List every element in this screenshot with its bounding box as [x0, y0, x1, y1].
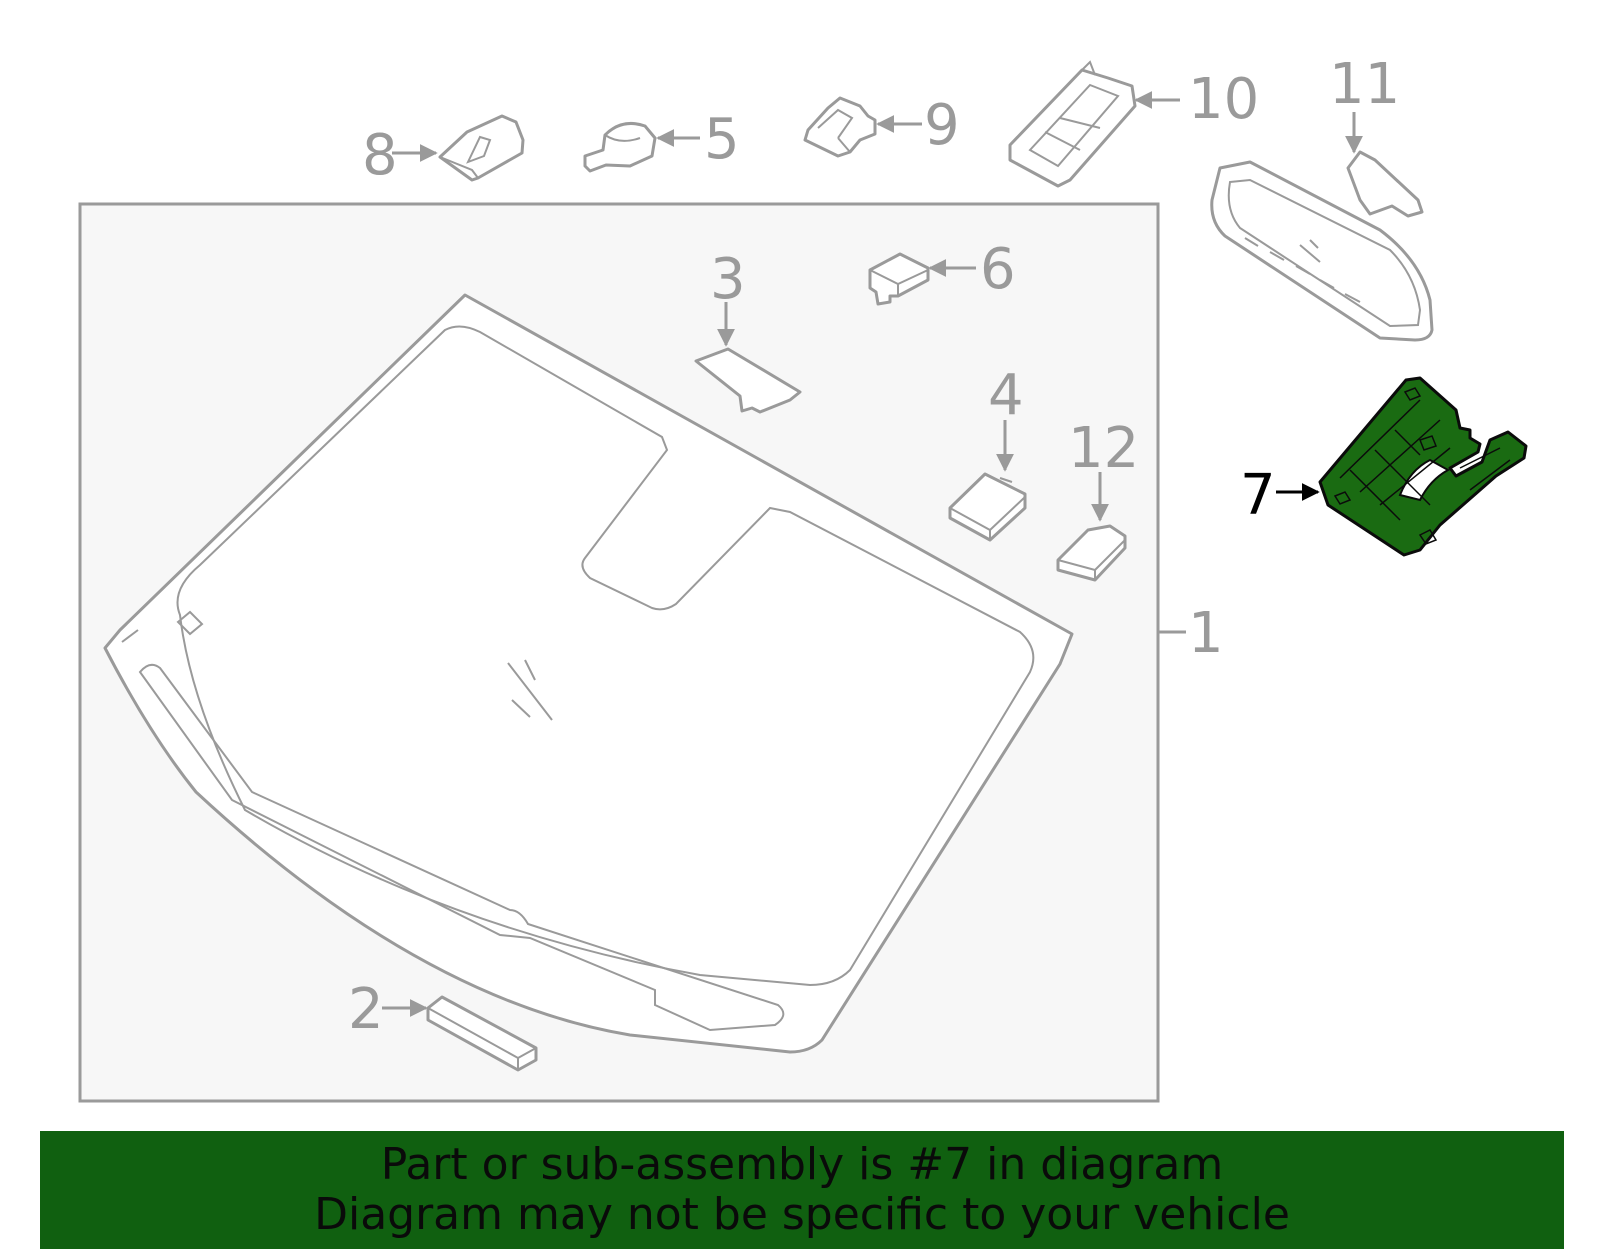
part-7-mirror-bracket-cover — [1318, 376, 1528, 557]
part-5-bracket — [583, 122, 657, 173]
part-2-molding — [426, 995, 538, 1072]
callout-4: 4 — [988, 363, 1024, 428]
callout-5: 5 — [704, 107, 740, 172]
callout-1: 1 — [1188, 601, 1224, 666]
part-4-sensor-pad — [948, 472, 1027, 542]
banner-line-disclaimer: Diagram may not be specific to your vehi… — [314, 1189, 1290, 1240]
part-6-clip — [868, 252, 930, 306]
callout-6: 6 — [980, 237, 1016, 302]
banner-line-part: Part or sub-assembly is #7 in diagram — [380, 1139, 1224, 1190]
callout-3: 3 — [710, 247, 746, 312]
callout-9: 9 — [924, 93, 960, 158]
part-10-mount-bracket — [1008, 60, 1137, 188]
callout-7[interactable]: 7 — [1240, 463, 1276, 528]
info-banner: Part or sub-assembly is #7 in diagram Di… — [40, 1131, 1564, 1249]
callout-11: 11 — [1329, 52, 1400, 117]
part-9-clip — [803, 96, 877, 158]
callout-8: 8 — [362, 123, 398, 188]
part-3-pad — [694, 347, 802, 414]
part-8-cover — [438, 114, 525, 182]
callout-12: 12 — [1068, 416, 1139, 481]
callout-2: 2 — [348, 977, 384, 1042]
part-11-rear-view-mirror — [1210, 150, 1434, 342]
callout-10: 10 — [1188, 67, 1259, 132]
windshield — [103, 293, 1074, 1054]
part-12-pad — [1056, 524, 1127, 582]
